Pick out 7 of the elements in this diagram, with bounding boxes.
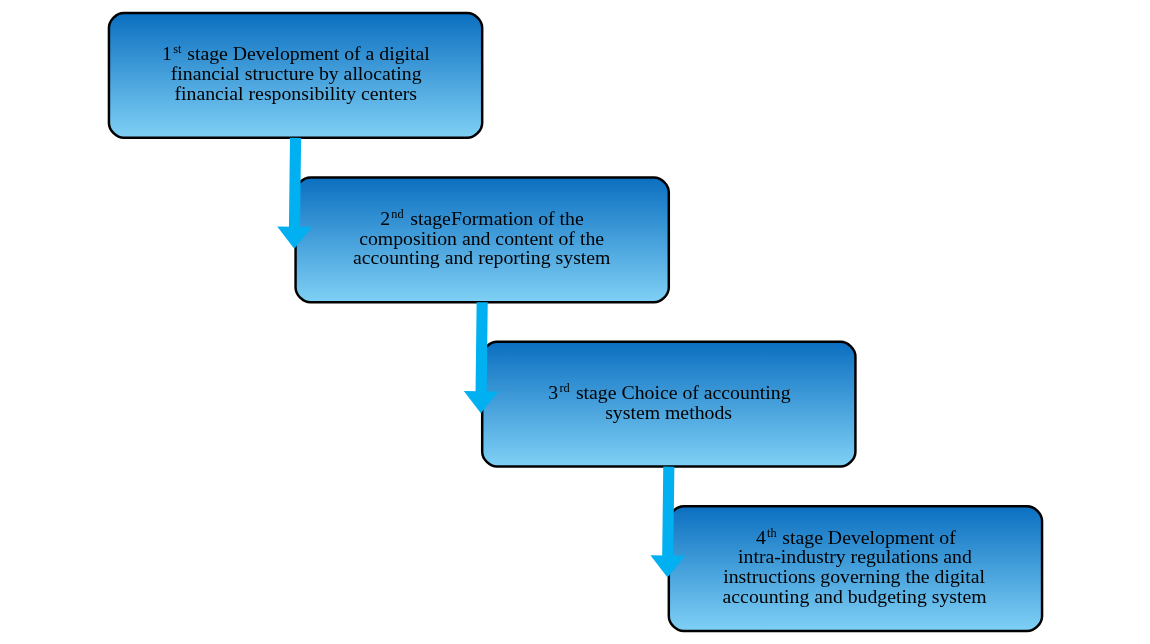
arrow bbox=[649, 466, 685, 578]
node-box: 2$^{nd}$ stageFormation of the composition and content of the accounting and reporting system bbox=[293, 176, 670, 304]
arrow bbox=[463, 302, 498, 414]
arrow bbox=[276, 137, 312, 249]
node-box: 1$^{st}$ stage Development of a digital financial structure by allocating financial responsibility centers bbox=[107, 11, 483, 140]
node-box: 3$^{rd}$ stage Choice of accounting system methods bbox=[480, 340, 857, 468]
node-box: 4$^{th}$ stage Development of intra-industry regulations and instructions governing the digital accounting and budgeting system bbox=[667, 504, 1043, 633]
